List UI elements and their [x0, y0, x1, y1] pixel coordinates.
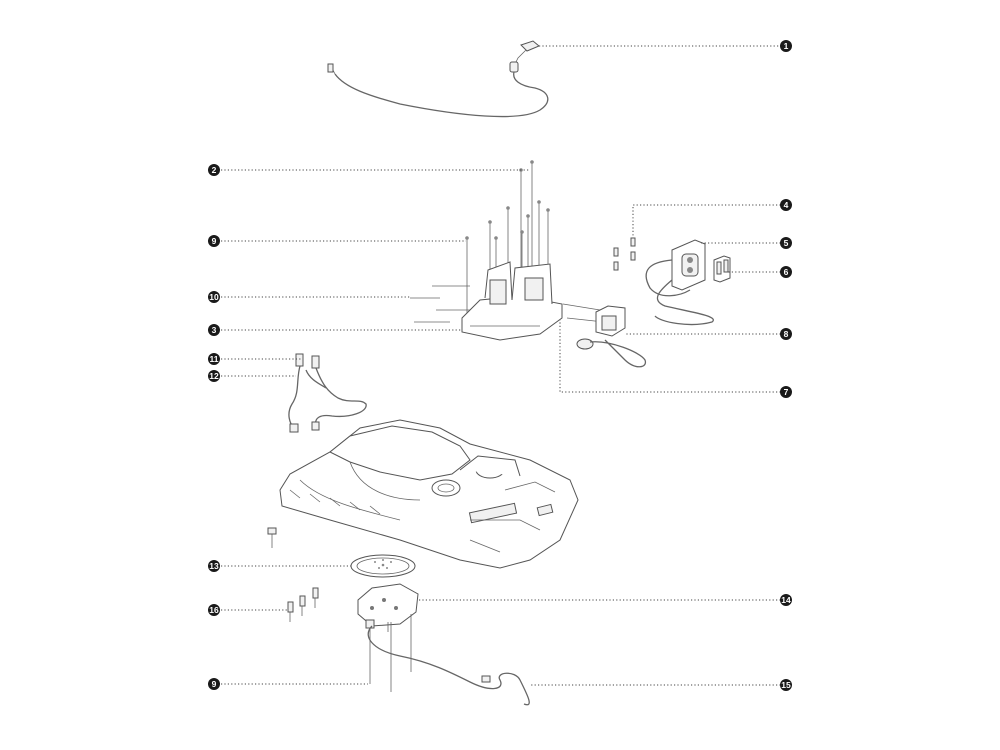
part-connectors: [287, 587, 319, 622]
callout-5: 5: [780, 237, 792, 249]
svg-text:12: 12: [209, 371, 219, 381]
part-sensor-cable: [367, 625, 530, 706]
svg-text:11: 11: [210, 354, 219, 364]
callout-10: 10: [208, 291, 220, 303]
part-main-chassis: [279, 419, 579, 569]
svg-text:10: 10: [209, 292, 219, 302]
part-bracket-assembly: [410, 160, 563, 341]
svg-text:7: 7: [784, 387, 789, 397]
callout-12: 12: [208, 370, 220, 382]
callout-8: 8: [780, 328, 792, 340]
svg-text:2: 2: [212, 165, 217, 175]
callout-9-top: 9: [208, 235, 220, 247]
part-pcb-assembly: [562, 237, 731, 368]
leader-lines: [221, 45, 784, 686]
callout-14: 14: [780, 594, 792, 606]
callout-2: 2: [208, 164, 220, 176]
part-cutting-disc: [350, 554, 416, 578]
part-small-screw: [267, 527, 277, 548]
callout-3: 3: [208, 324, 220, 336]
svg-text:3: 3: [212, 325, 217, 335]
part-mounting-plate: [357, 583, 419, 692]
part-antenna-cable: [327, 40, 549, 118]
svg-text:9: 9: [212, 679, 217, 689]
callout-7: 7: [780, 386, 792, 398]
svg-text:4: 4: [784, 200, 789, 210]
svg-text:13: 13: [209, 561, 219, 571]
callout-9-bottom: 9: [208, 678, 220, 690]
svg-text:16: 16: [209, 605, 219, 615]
callouts: 1 2 9 10 3 11 12 4 5 6 8 7 13 16 9 14 15: [208, 40, 792, 691]
callout-1: 1: [780, 40, 792, 52]
svg-text:1: 1: [784, 41, 789, 51]
callout-6: 6: [780, 266, 792, 278]
svg-text:15: 15: [781, 680, 791, 690]
part-wire-harness: [288, 353, 367, 433]
callout-11: 11: [208, 353, 220, 365]
svg-text:8: 8: [784, 329, 789, 339]
callout-13: 13: [208, 560, 220, 572]
svg-text:6: 6: [784, 267, 789, 277]
svg-text:14: 14: [781, 595, 791, 605]
svg-text:5: 5: [784, 238, 789, 248]
callout-16: 16: [208, 604, 220, 616]
callout-15: 15: [780, 679, 792, 691]
svg-text:9: 9: [212, 236, 217, 246]
callout-4: 4: [780, 199, 792, 211]
